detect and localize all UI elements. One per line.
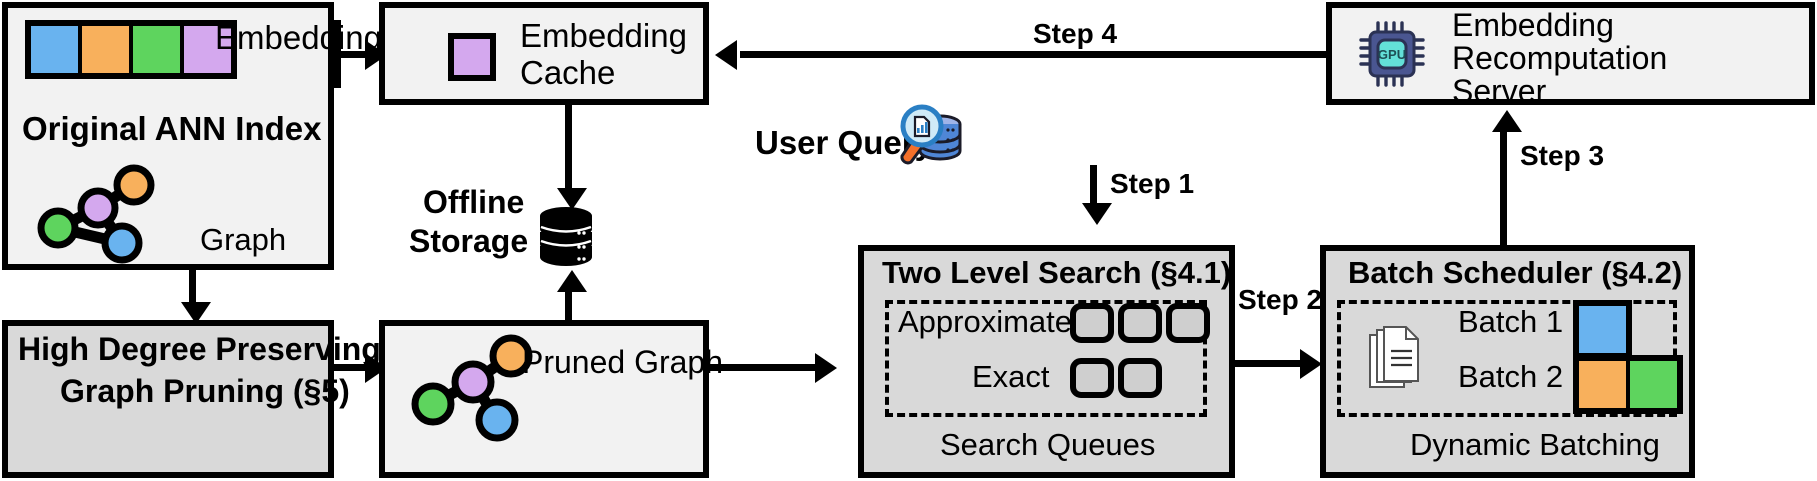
approximate-queue-slots <box>1070 303 1210 343</box>
embedding-cache-swatch <box>448 33 496 81</box>
graph-pruning-line1: High Degree Preserving <box>18 331 381 367</box>
connector-scheduler-to-server-arrowhead <box>1492 110 1522 132</box>
recomputation-server-line2: Recomputation <box>1452 40 1668 76</box>
embedding-cell-purple <box>184 26 231 73</box>
batch-scheduler-title: Batch Scheduler (§4.2) <box>1348 255 1683 290</box>
embedding-cache-box <box>379 2 709 105</box>
original-ann-index-title: Original ANN Index <box>22 110 322 147</box>
queue-slot[interactable] <box>1070 303 1114 343</box>
database-icon <box>540 207 592 266</box>
offline-storage-line2: Storage <box>409 223 529 259</box>
pruned-graph-icon <box>411 334 533 442</box>
search-database-icon <box>900 104 962 165</box>
queue-slot[interactable] <box>1070 358 1114 398</box>
connector-index-to-pruning-arrowhead <box>181 302 211 324</box>
queue-slot[interactable] <box>1166 303 1210 343</box>
connector-pruned-graph-to-search <box>709 364 819 371</box>
two-level-search-title: Two Level Search (§4.1) <box>882 255 1232 290</box>
step-2-label: Step 2 <box>1238 284 1323 315</box>
approximate-row-label: Approximate <box>898 304 1073 339</box>
connector-query-to-search <box>1090 165 1097 207</box>
connector-cache-to-storage-arrowhead <box>557 188 587 210</box>
recomputation-server-line1: Embedding <box>1452 7 1614 43</box>
step-3-label: Step 3 <box>1520 140 1605 171</box>
batch-2-label: Batch 2 <box>1458 359 1564 394</box>
dynamic-batching-caption: Dynamic Batching <box>1410 427 1660 462</box>
embedding-label: Embedding <box>215 19 382 56</box>
embedding-cache-line2: Cache <box>520 54 616 91</box>
original-graph-icon <box>37 164 155 264</box>
graph-label: Graph <box>200 222 287 257</box>
documents-icon <box>1369 326 1419 388</box>
connector-server-to-cache <box>740 51 1326 58</box>
connector-cache-to-storage <box>565 105 572 192</box>
connector-pruned-graph-to-search-arrowhead <box>815 353 837 383</box>
exact-row-label: Exact <box>972 359 1050 394</box>
connector-query-to-search-arrowhead <box>1082 203 1112 225</box>
queue-slot[interactable] <box>1118 303 1162 343</box>
connector-pruning-to-pruned-graph <box>334 364 369 371</box>
search-queues-dashed-region <box>885 300 1207 417</box>
connector-scheduler-to-server <box>1500 132 1507 245</box>
connector-search-to-scheduler <box>1235 360 1307 367</box>
embedding-cell-green <box>133 26 184 73</box>
offline-storage-line1: Offline <box>423 184 525 220</box>
graph-pruning-line2: Graph Pruning (§5) <box>60 373 350 409</box>
embedding-cell-blue <box>31 26 82 73</box>
connector-index-to-cache <box>334 51 369 58</box>
embedding-strip <box>25 20 237 79</box>
graph-pruning-box <box>2 320 334 478</box>
connector-pruned-graph-to-storage <box>565 290 572 332</box>
two-level-search-box <box>858 245 1235 478</box>
batch-1-label: Batch 1 <box>1458 304 1564 339</box>
queue-slot[interactable] <box>1118 358 1162 398</box>
step-4-label: Step 4 <box>1033 18 1118 49</box>
recomputation-server-line3: Server <box>1452 73 1547 109</box>
batch-swatch-orange <box>1579 361 1630 408</box>
batch-1-swatches <box>1573 300 1632 359</box>
connector-search-to-scheduler-arrowhead <box>1300 349 1322 379</box>
connector-pruned-graph-to-storage-arrowhead <box>557 270 587 292</box>
connector-index-to-pruning <box>189 270 196 307</box>
connector-server-to-cache-arrowhead <box>715 40 737 70</box>
embedding-cell-orange <box>82 26 133 73</box>
gpu-chip-icon: GPU <box>1359 21 1425 87</box>
exact-queue-slots <box>1070 358 1162 398</box>
pruned-graph-label: Pruned Graph <box>522 344 724 380</box>
batch-swatch-blue <box>1579 306 1626 353</box>
step-1-label: Step 1 <box>1110 168 1195 199</box>
embedding-cache-line1: Embedding <box>520 17 687 54</box>
search-queues-caption: Search Queues <box>940 427 1156 462</box>
batch-2-swatches <box>1573 355 1683 414</box>
batch-swatch-green <box>1630 361 1677 408</box>
gpu-icon-text: GPU <box>1378 47 1406 62</box>
